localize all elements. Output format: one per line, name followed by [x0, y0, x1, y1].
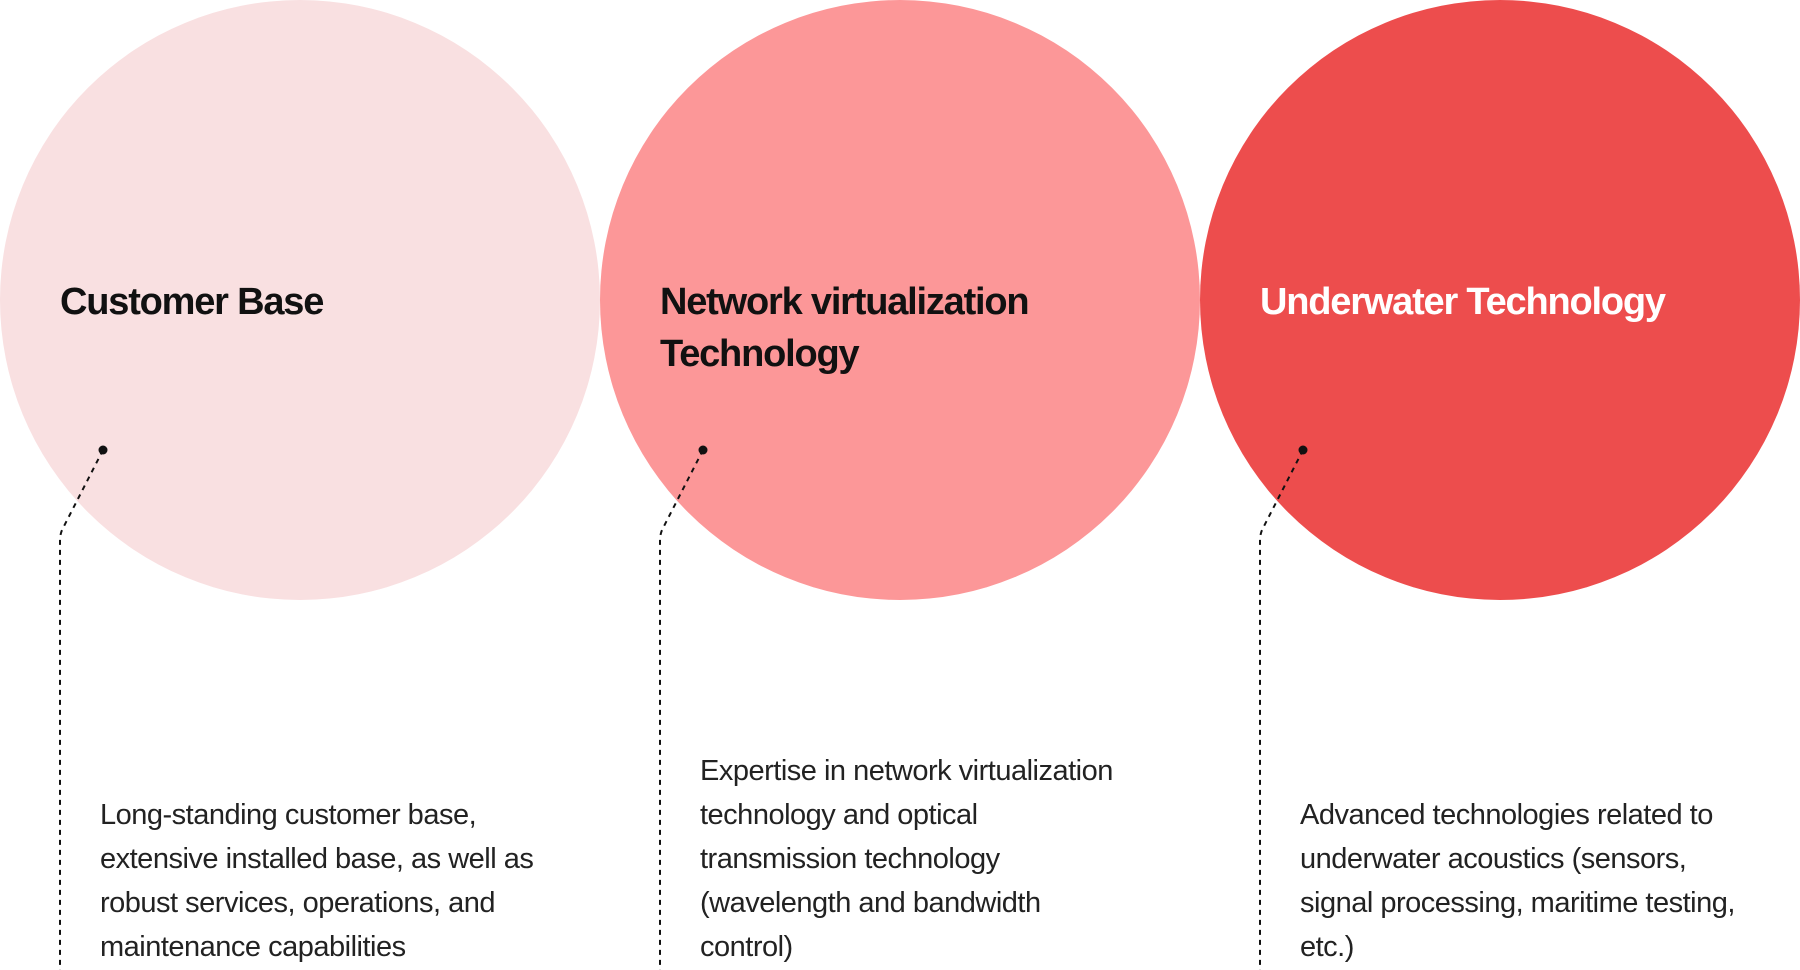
description-customer-base: Long-standing customer base, extensive i…: [100, 799, 534, 963]
title-network-virtualization: Network virtualization Technology: [660, 281, 1030, 375]
description-underwater-technology: Advanced technologies related to underwa…: [1300, 799, 1735, 963]
circle-underwater-technology: [1200, 0, 1800, 600]
title-underwater-technology: Underwater Technology: [1260, 281, 1666, 323]
description-network-virtualization: Expertise in network virtualization tech…: [700, 755, 1113, 963]
circle-customer-base: [0, 0, 600, 600]
title-customer-base: Customer Base: [60, 281, 324, 323]
connector-line-2: [659, 449, 704, 970]
anchor-dot-1: [98, 445, 108, 455]
connector-line-1: [59, 449, 104, 970]
anchor-dot-3: [1298, 445, 1308, 455]
anchor-dot-2: [698, 445, 708, 455]
connector-line-3: [1259, 449, 1304, 970]
circle-network-virtualization: [600, 0, 1200, 600]
